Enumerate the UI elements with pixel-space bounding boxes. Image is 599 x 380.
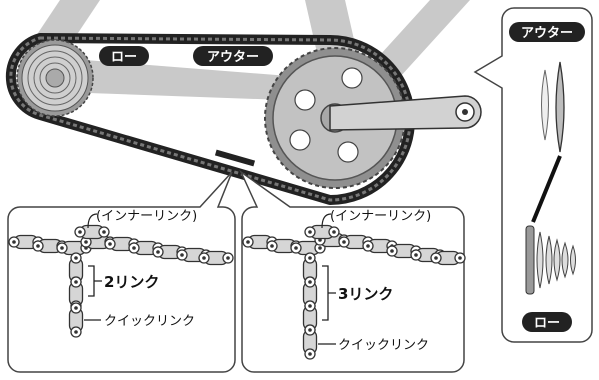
svg-text:アウター: アウター: [521, 26, 573, 41]
quick-link-marker: [214, 149, 256, 167]
chain-line: [531, 155, 562, 223]
inner-link-label: (インナーリンク): [96, 209, 197, 224]
svg-text:アウター: アウター: [207, 50, 259, 65]
inset-badge-outer: アウター: [509, 22, 585, 42]
outer-chainring-profile-icon: [541, 61, 565, 153]
inner-link-pointer: [87, 213, 98, 229]
length-bracket: [322, 265, 336, 321]
quick-link-label: クイックリンク: [104, 314, 195, 329]
svg-text:ロー: ロー: [534, 316, 560, 331]
callout-panel-2-links: (インナーリンク) 2リンク クイックリンク: [7, 171, 236, 373]
quick-link-label: クイックリンク: [338, 338, 429, 353]
removed-links-segment: [302, 252, 318, 360]
badge-low: ロー: [99, 46, 149, 66]
inset-badge-low: ロー: [522, 312, 572, 332]
inner-link-label: (インナーリンク): [330, 209, 431, 224]
gear-position-inset: アウター ロー: [473, 7, 593, 343]
callout-panel-3-links: (インナーリンク) 3リンク クイックリンク: [239, 169, 466, 373]
crank-arm: [329, 95, 482, 131]
badge-outer: アウター: [193, 46, 273, 66]
length-bracket: [88, 265, 102, 297]
rear-cassette: [16, 39, 94, 117]
drivetrain-illustration: [5, 0, 482, 205]
removed-links-segment: [68, 252, 84, 338]
inner-link-pointer: [321, 213, 332, 229]
link-count-label: 2リンク: [104, 273, 159, 291]
low-cassette-profile-icon: [525, 225, 576, 295]
chain-loop: [5, 33, 415, 205]
link-count-label: 3リンク: [338, 285, 393, 303]
svg-text:ロー: ロー: [111, 50, 137, 65]
